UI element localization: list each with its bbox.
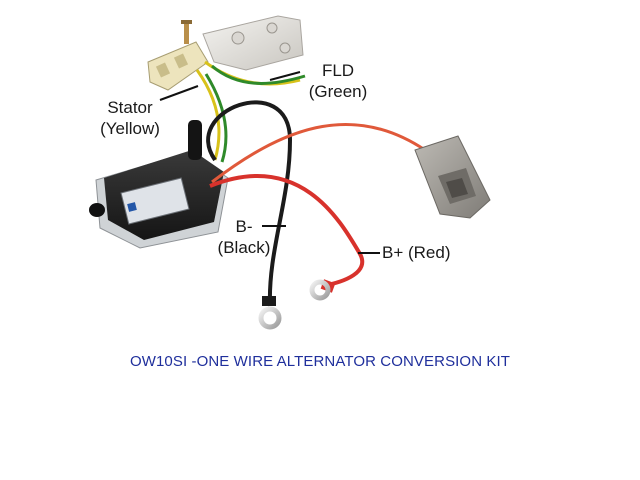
bpos-label: B+ (Red) [382,243,451,262]
bneg-label-name: B- [235,217,253,236]
stator-terminal-plug [147,15,304,91]
stator-label: Stator (Yellow) [92,97,168,139]
field-green-wire [211,64,306,85]
field-green-wire-lead [204,73,228,163]
field-leader-line [269,71,301,81]
connector-plug-icon [414,135,491,219]
bneg-label-color: (Black) [217,238,271,257]
field-label: FLD (Green) [300,60,376,102]
stator-yellow-wire-lead [195,69,221,161]
plug-red-wire [211,122,426,184]
bpos-ring-terminal-icon [309,279,336,301]
wiring-kit-photo [89,15,491,330]
bneg-label: B- (Black) [208,216,280,258]
stator-label-name: Stator [107,98,153,117]
field-label-name: FLD [321,61,355,80]
stator-label-color: (Yellow) [100,119,160,138]
field-label-color: (Green) [308,82,368,101]
bneg-black-wire [206,100,293,307]
voltage-regulator-icon [89,120,229,249]
bneg-ring-terminal-icon [258,296,282,330]
kit-caption: OW10SI -ONE WIRE ALTERNATOR CONVERSION K… [129,353,511,370]
bpos-red-wire [209,173,365,288]
stator-leader-line [159,85,199,101]
